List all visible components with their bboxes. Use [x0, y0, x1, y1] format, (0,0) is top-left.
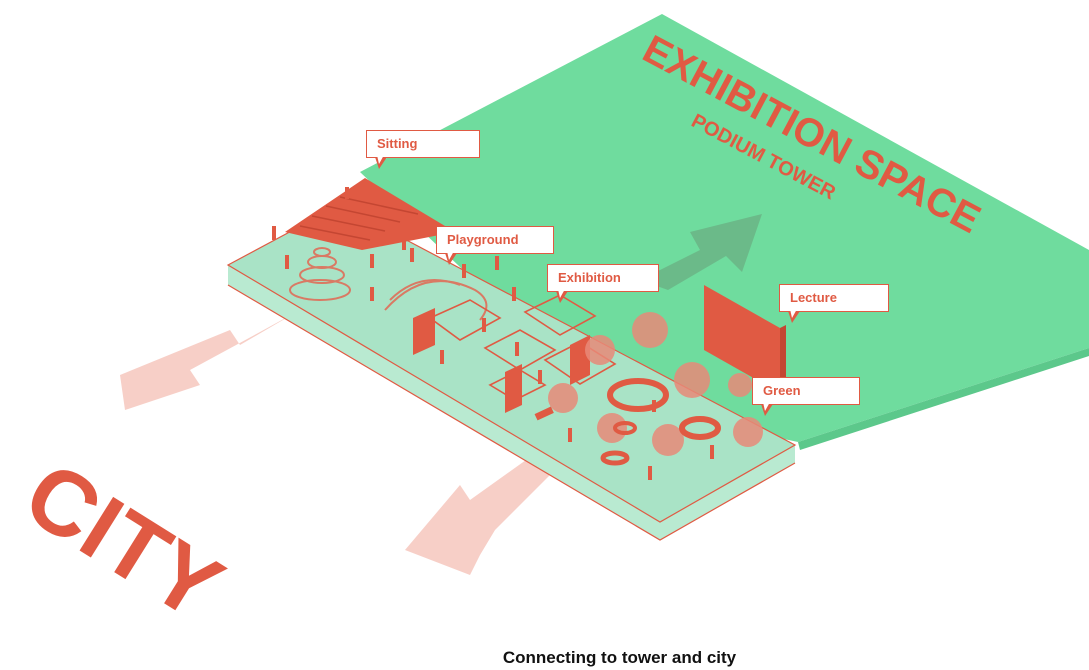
callout-pointer: [556, 289, 568, 303]
podium-edge-line: [227, 284, 796, 541]
callout-playground-label: Playground: [447, 232, 519, 247]
lecture-wall: [704, 285, 780, 393]
tower-arrow: [640, 214, 762, 290]
callout-exhibition: Exhibition: [547, 264, 659, 303]
callout-pointer: [788, 309, 800, 323]
callout-exhibition-label: Exhibition: [558, 270, 621, 285]
exhibition-panels: [413, 308, 590, 421]
callout-pointer: [375, 155, 387, 169]
playground-structures: [289, 247, 488, 321]
green-area: [548, 312, 763, 466]
callout-lecture-label: Lecture: [790, 290, 837, 305]
callout-pointer: [761, 402, 773, 416]
lecture-wall-side: [780, 325, 786, 393]
people: [272, 187, 714, 480]
callout-pointer: [445, 251, 457, 265]
city-arrow-left: [120, 310, 300, 410]
callout-sitting-label: Sitting: [377, 136, 418, 151]
city-arrow-right: [405, 450, 555, 575]
tower-slab-edge: [798, 348, 1089, 450]
diagram-caption: Connecting to tower and city: [502, 648, 737, 667]
callout-green: Green: [752, 377, 860, 416]
city-label: CITY: [7, 442, 239, 640]
callout-sitting: Sitting: [366, 130, 480, 169]
callout-playground: Playground: [436, 226, 554, 265]
callout-lecture: Lecture: [779, 284, 889, 323]
callout-green-label: Green: [763, 383, 801, 398]
steps-lines: [299, 196, 419, 241]
